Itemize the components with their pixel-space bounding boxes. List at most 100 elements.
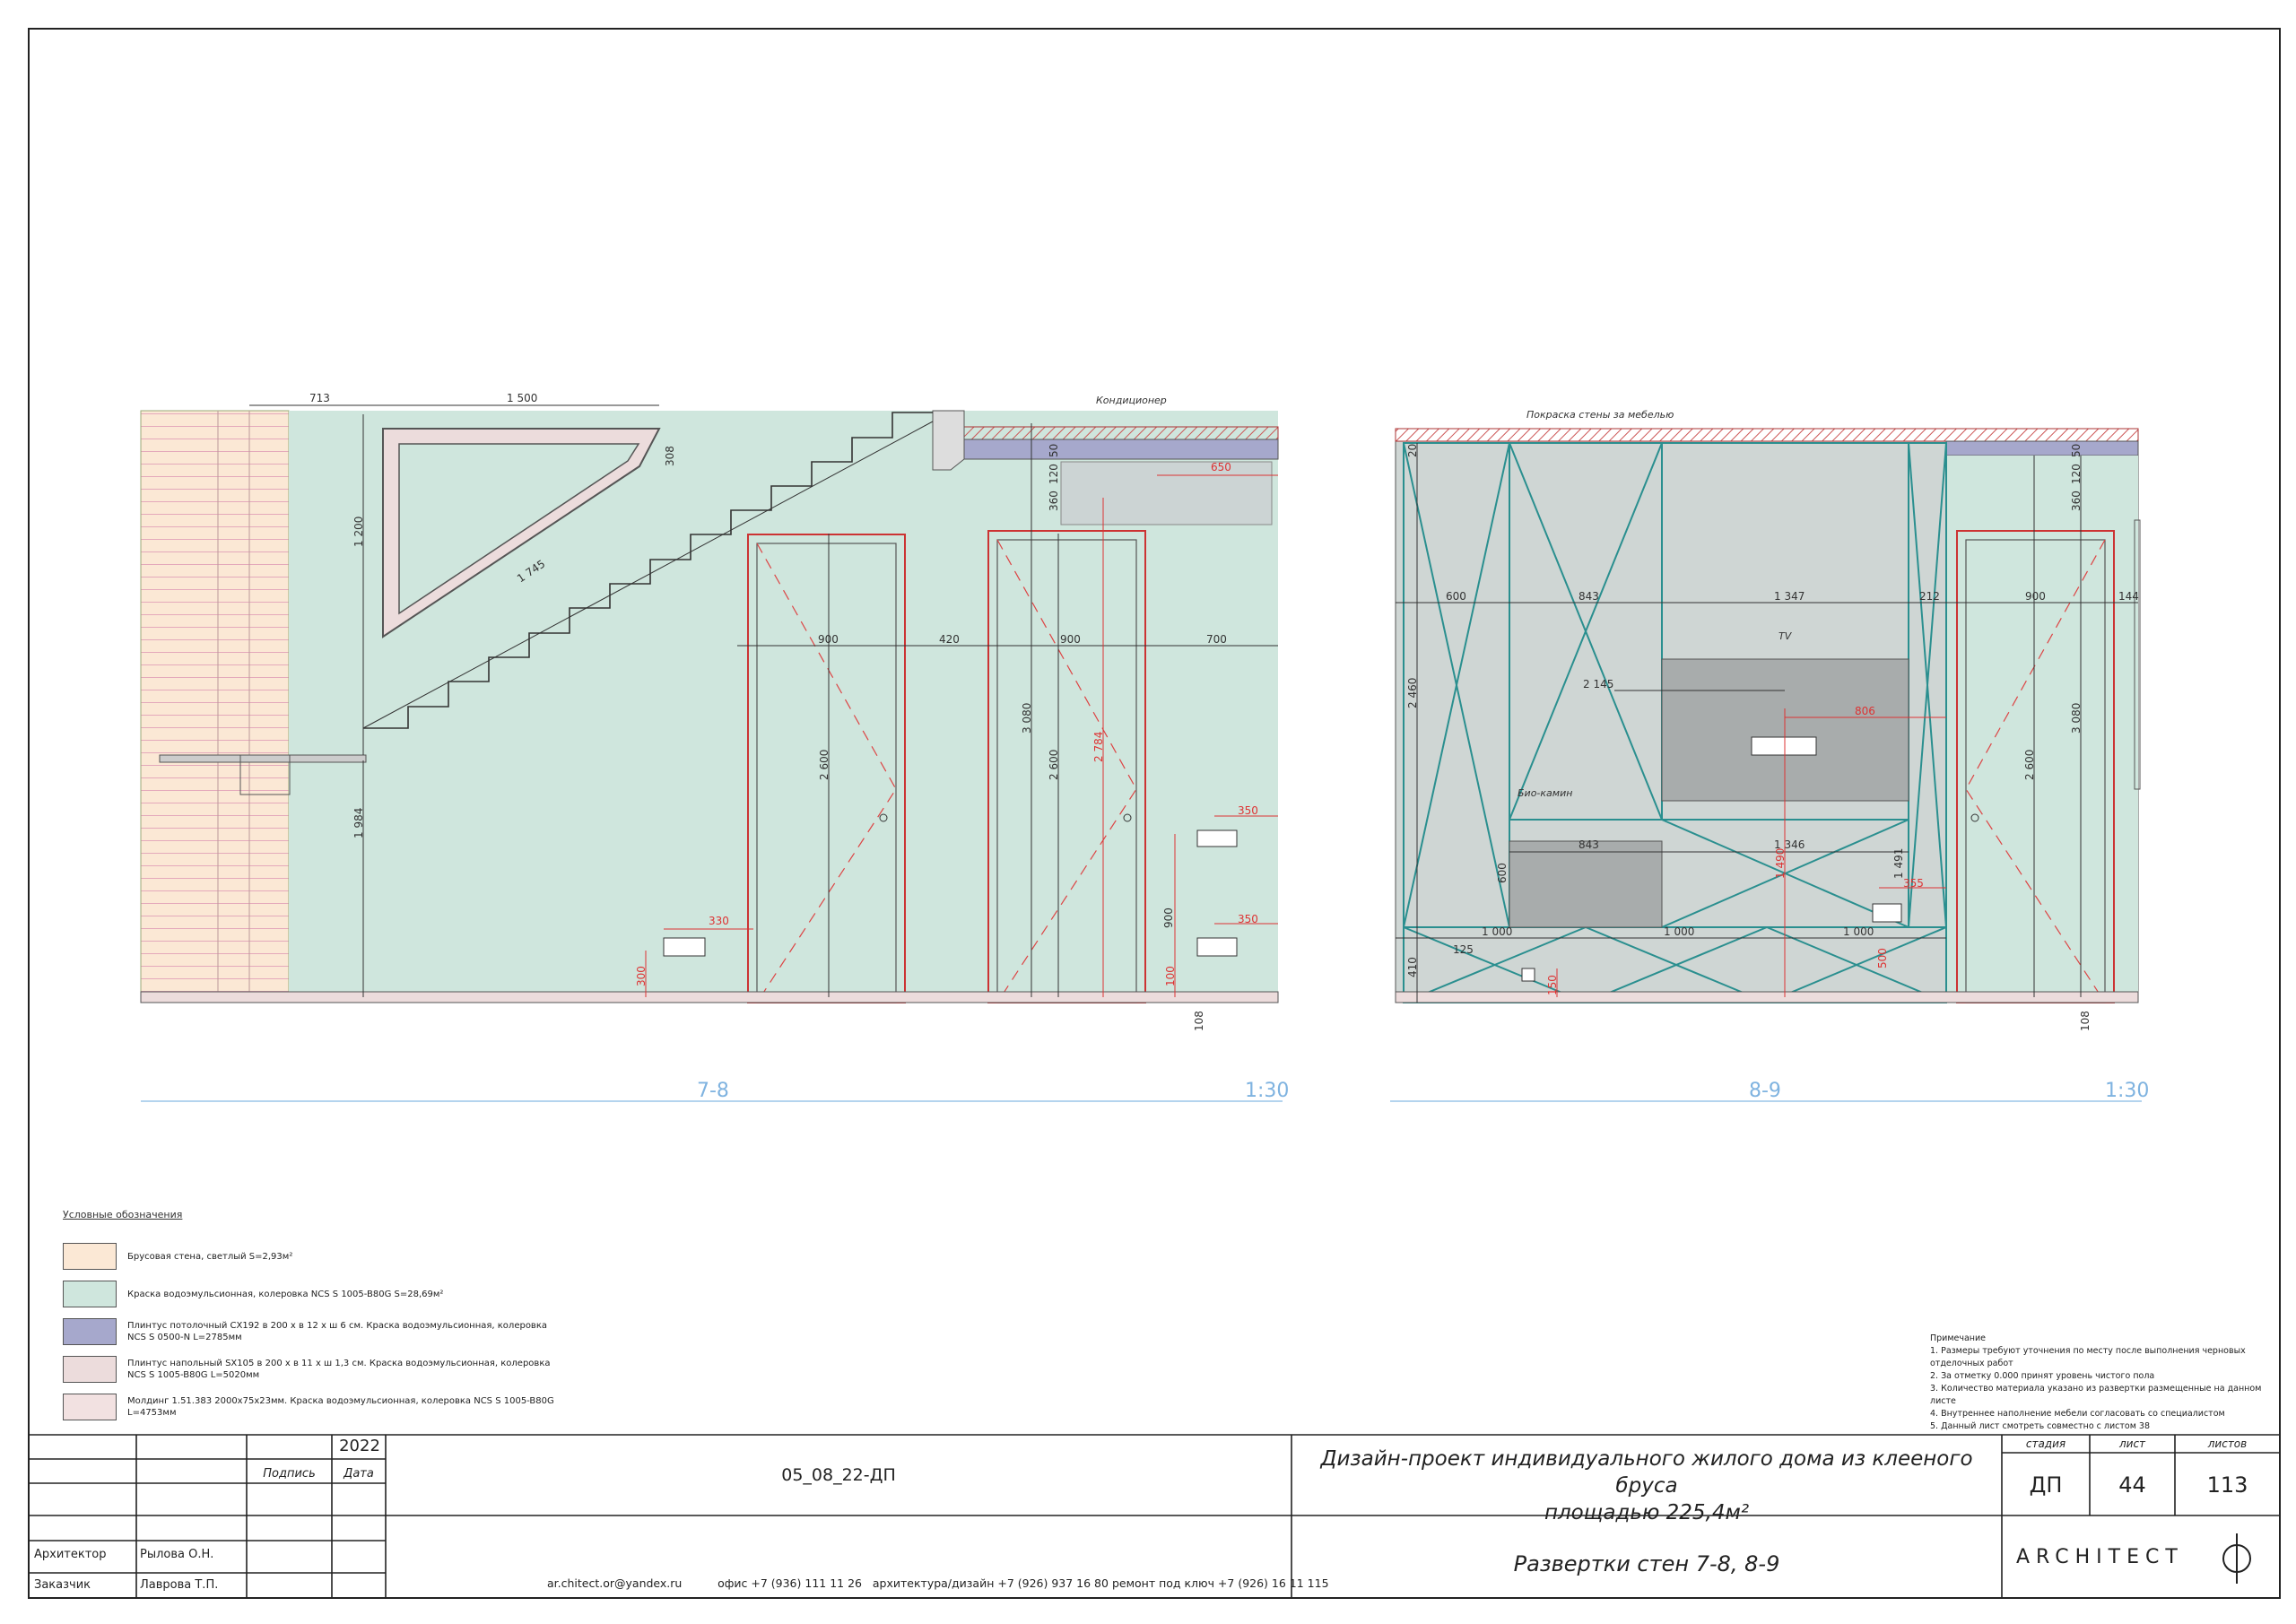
callout-paint-behind-furniture: Покраска стены за мебелью xyxy=(1526,409,1674,421)
tb-date-label: Дата xyxy=(344,1467,374,1481)
dim-label: 120 xyxy=(1048,464,1060,484)
tb-stage-label: стадия xyxy=(2025,1437,2066,1450)
dim-label: 1 200 xyxy=(352,516,365,547)
view-scale-8-9: 1:30 xyxy=(2105,1080,2150,1102)
tb-sheets-total: 113 xyxy=(2206,1472,2248,1498)
legend-swatch xyxy=(63,1281,117,1307)
door-right xyxy=(987,530,1146,1003)
tb-sheet-title: Развертки стен 7-8, 8-9 xyxy=(1513,1551,1780,1576)
dim-label: 600 xyxy=(1496,863,1509,883)
socket-block xyxy=(1196,937,1238,957)
dim-label: 330 xyxy=(709,915,729,927)
legend-item: Краска водоэмульсионная, колеровка NCS S… xyxy=(63,1281,558,1307)
dim-label: 713 xyxy=(309,392,330,404)
dim-label: 2 784 xyxy=(1092,731,1105,762)
legend-swatch xyxy=(63,1243,117,1270)
dim-label: 600 xyxy=(1446,590,1466,603)
legend-item: Молдинг 1.51.383 2000х75х23мм. Краска во… xyxy=(63,1394,558,1420)
dim-label: 150 xyxy=(1546,975,1559,995)
dim-label: 108 xyxy=(1193,1011,1205,1031)
dim-label: 1 000 xyxy=(1843,925,1874,938)
dim-label: 1 000 xyxy=(1664,925,1695,938)
dim-label: 50 xyxy=(1048,443,1060,457)
legend-item: Плинтус напольный SX105 в 200 х в 11 х ш… xyxy=(63,1356,558,1383)
dim-label: 2 600 xyxy=(1048,749,1060,780)
dim-label: 650 xyxy=(1211,461,1231,473)
tb-sheets-label: листов xyxy=(2207,1437,2248,1450)
dim-label: 1 491 xyxy=(1892,847,1905,879)
dim-label: 100 xyxy=(1164,966,1177,986)
callout-ac: Кондиционер xyxy=(1096,395,1167,406)
view-scale-7-8: 1:30 xyxy=(1245,1080,1290,1102)
note-line: 5. Данный лист смотреть совместно с лист… xyxy=(1930,1421,2151,1431)
tb-project-title-line1: Дизайн-проект индивидуального жилого дом… xyxy=(1320,1447,1973,1498)
dim-label: 308 xyxy=(664,446,676,466)
baseboard xyxy=(140,991,1279,1003)
dim-label: 360 xyxy=(2070,491,2083,511)
dim-label: 2 600 xyxy=(2023,749,2036,780)
tb-client-name: Лаврова Т.П. xyxy=(140,1578,219,1592)
legend-item: Брусовая стена, светлый S=2,93м² xyxy=(63,1243,558,1270)
sheet-frame xyxy=(28,28,2281,1599)
legend-swatch xyxy=(63,1356,117,1383)
tb-stage: ДП xyxy=(2029,1472,2063,1498)
dim-label: 355 xyxy=(1903,877,1924,890)
tb-contacts: ar.chitect.or@yandex.ru офис +7 (936) 11… xyxy=(547,1576,1329,1590)
timber-wall xyxy=(140,410,290,1003)
legend-item: Плинтус потолочный CX192 в 200 х в 12 х … xyxy=(63,1318,558,1345)
dim-label: 1 000 xyxy=(1482,925,1513,938)
tb-project-title: Дизайн-проект индивидуального жилого дом… xyxy=(1292,1446,2002,1526)
callout-bio-fireplace: Био-камин xyxy=(1518,787,1573,799)
socket-block xyxy=(1872,903,1902,923)
socket-block xyxy=(663,937,706,957)
tv-socket-block xyxy=(1751,736,1817,756)
dim-label: 3 080 xyxy=(1021,702,1033,734)
notes-title: Примечание xyxy=(1930,1333,1987,1343)
legend-title: Условные обозначения xyxy=(63,1209,183,1220)
tb-sheet-label: лист xyxy=(2118,1437,2146,1450)
note-line: 3. Количество материала указано из разве… xyxy=(1930,1384,2262,1406)
air-conditioner xyxy=(1060,461,1273,525)
baseboard xyxy=(1395,991,2139,1003)
dim-label: 20 xyxy=(1406,443,1419,457)
tb-logo-text: ARCHITECT xyxy=(2016,1546,2184,1568)
legend-swatch xyxy=(63,1394,117,1420)
dim-label: 700 xyxy=(1206,633,1227,646)
dim-label: 1 490 xyxy=(1774,847,1787,879)
dim-label: 144 xyxy=(2118,590,2139,603)
elevation-7-8 xyxy=(140,404,1283,1102)
tb-architect-role: Архитектор xyxy=(34,1548,107,1561)
dim-label: 420 xyxy=(939,633,960,646)
dim-label: 3 080 xyxy=(2070,702,2083,734)
tb-client-role: Заказчик xyxy=(34,1578,91,1592)
socket-block xyxy=(1521,968,1535,982)
tb-project-title-line2: площадью 225,4м² xyxy=(1544,1501,1750,1524)
dim-label: 410 xyxy=(1406,957,1419,977)
dim-label: 125 xyxy=(1453,943,1474,956)
legend-label: Молдинг 1.51.383 2000х75х23мм. Краска во… xyxy=(127,1396,554,1418)
dim-label: 1 346 xyxy=(1774,838,1805,851)
dim-label: 350 xyxy=(1238,913,1258,925)
elevation-8-9 xyxy=(1390,428,2142,1102)
dim-label: 900 xyxy=(1060,633,1081,646)
legend-swatch xyxy=(63,1318,117,1345)
dim-label: 1 984 xyxy=(352,807,365,838)
view-title-7-8: 7-8 xyxy=(697,1080,729,1102)
dim-label: 2 460 xyxy=(1406,677,1419,708)
tb-project-code: 05_08_22-ДП xyxy=(781,1465,896,1485)
dim-label: 900 xyxy=(1162,908,1175,928)
note-line: 1. Размеры требуют уточнения по месту по… xyxy=(1930,1346,2246,1368)
dim-label: 843 xyxy=(1578,838,1599,851)
dim-label: 806 xyxy=(1855,705,1875,717)
dim-label: 900 xyxy=(818,633,839,646)
dim-label: 50 xyxy=(2070,443,2083,457)
legend-label: Плинтус напольный SX105 в 200 х в 11 х ш… xyxy=(127,1359,551,1380)
legend-label: Плинтус потолочный CX192 в 200 х в 12 х … xyxy=(127,1321,547,1342)
dim-label: 2 600 xyxy=(818,749,831,780)
furniture-frame xyxy=(1403,442,1947,1003)
architect-logo-mark xyxy=(2222,1533,2251,1584)
tb-architect-name: Рылова О.Н. xyxy=(140,1548,214,1561)
dim-label: 843 xyxy=(1578,590,1599,603)
dim-label: 360 xyxy=(1048,491,1060,511)
